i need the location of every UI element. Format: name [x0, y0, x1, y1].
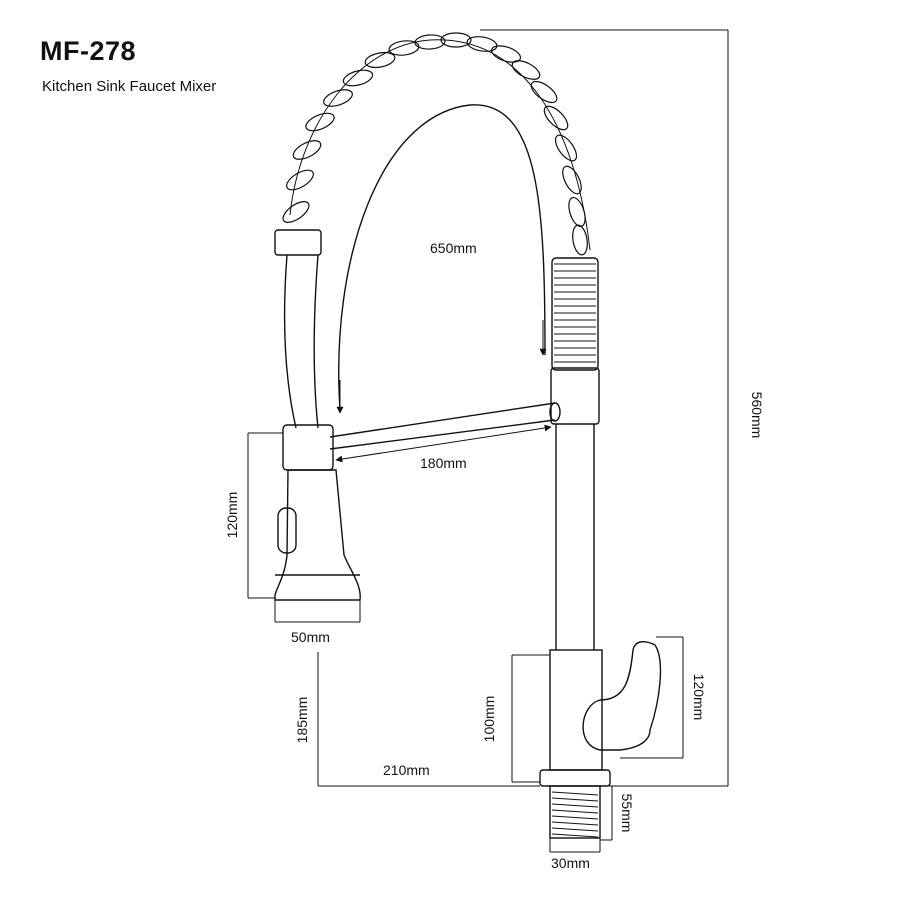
spring-coil-ring: [568, 196, 586, 228]
spring-coil-ring: [364, 51, 396, 69]
spring-coil-lower: [551, 257, 599, 371]
spring-coil-ring: [305, 112, 335, 132]
label-55mm: 55mm: [619, 794, 635, 833]
dim-180-line: [335, 424, 552, 463]
label-100mm: 100mm: [481, 696, 497, 743]
thread-line: [551, 815, 599, 820]
thread-line: [551, 803, 599, 808]
label-30mm: 30mm: [551, 855, 590, 871]
thread-line: [551, 833, 599, 838]
spring-coil-ring: [440, 32, 472, 48]
label-650mm: 650mm: [430, 240, 477, 256]
spring-coil-ring: [414, 34, 446, 50]
faucet-outline: [274, 39, 662, 839]
product-subtitle: Kitchen Sink Faucet Mixer: [42, 78, 217, 95]
spring-envelope: [289, 39, 591, 251]
column-collar: [550, 367, 600, 425]
deck-flange: [539, 769, 611, 787]
spring-coil-ring: [543, 105, 569, 131]
thread-line: [551, 821, 599, 826]
spring-coil-ring: [554, 134, 578, 162]
thread-line: [551, 797, 599, 802]
label-210mm: 210mm: [383, 762, 430, 778]
spring-coil-ring: [292, 140, 322, 160]
spring-coil-ring: [388, 40, 420, 56]
spring-coil-ring: [342, 69, 374, 87]
label-sprayer-120mm: 120mm: [224, 492, 240, 539]
hose-collar: [274, 229, 322, 256]
thread-line: [551, 791, 599, 796]
hose-left-outer: [283, 254, 297, 429]
thread-line: [551, 809, 599, 814]
label-180mm: 180mm: [420, 455, 467, 471]
spring-coil-ring: [323, 89, 353, 107]
label-185mm: 185mm: [294, 697, 310, 744]
dimension-lines: [247, 29, 729, 853]
arm-end: [549, 402, 561, 422]
label-560mm: 560mm: [749, 392, 765, 439]
base-body: [549, 649, 603, 771]
hose-left-inner: [313, 254, 319, 429]
spring-coil-ring: [562, 165, 582, 195]
thread-lines: [551, 791, 599, 838]
spring-coil-ring: [490, 45, 522, 63]
hose-ribs: [554, 263, 596, 363]
spring-coil-ring: [511, 60, 541, 80]
sprayer-holder: [282, 424, 334, 471]
label-handle-120mm: 120mm: [691, 674, 707, 721]
sprayer-button: [277, 507, 297, 554]
model-number: MF-278: [40, 36, 137, 66]
spring-coil-ring: [282, 201, 310, 223]
holder-arm: [329, 402, 556, 450]
thread-line: [551, 827, 599, 832]
spring-coil-ring: [286, 169, 314, 191]
main-column: [555, 424, 595, 650]
spring-coils: [282, 32, 588, 256]
spring-coil-ring: [572, 224, 588, 256]
sprayer-head: [274, 469, 361, 601]
inner-arc: [338, 104, 546, 411]
spring-coil-ring: [530, 80, 558, 104]
label-50mm: 50mm: [291, 629, 330, 645]
threaded-shank: [549, 785, 601, 839]
lever-handle: [582, 641, 662, 751]
